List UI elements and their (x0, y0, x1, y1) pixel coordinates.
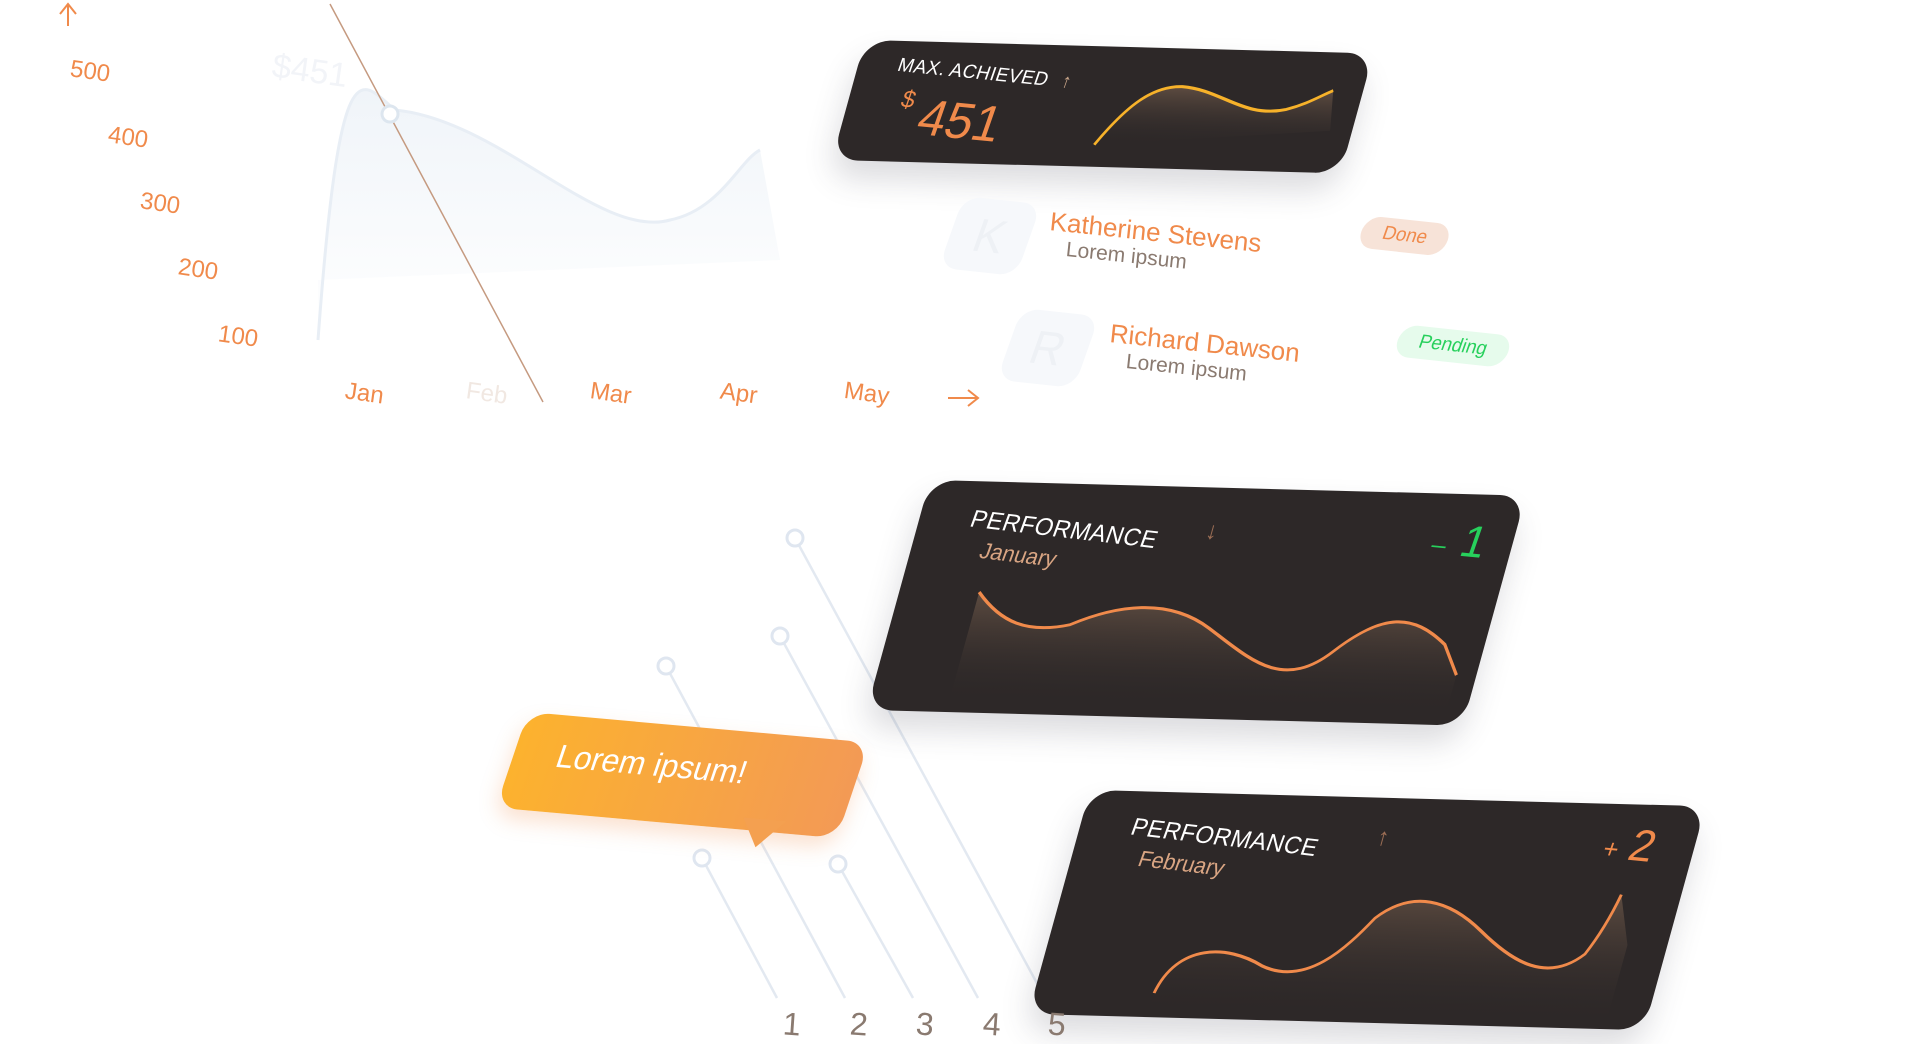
max-achieved-label: MAX. ACHIEVED (894, 54, 1052, 91)
y-tick: 200 (176, 253, 220, 286)
x-axis-arrow-icon (948, 389, 980, 407)
arrow-up-icon: ↑ (1057, 70, 1075, 93)
delta-value: 2 (1622, 820, 1663, 872)
performance-delta: – 1 (1425, 514, 1494, 569)
delta-sign: + (1598, 833, 1624, 865)
performance-card-february[interactable]: PERFORMANCE ↑ February + 2 (1028, 790, 1706, 1031)
step-number: 5 (1046, 1005, 1068, 1043)
x-tick: Jan (343, 377, 386, 410)
x-tick: Feb (464, 377, 510, 410)
callout-tail (734, 817, 787, 850)
step-dot (692, 848, 712, 868)
delta-sign: – (1427, 528, 1452, 561)
x-tick: Mar (588, 377, 634, 410)
step-dot (656, 656, 676, 676)
max-achieved-card[interactable]: MAX. ACHIEVED ↑ $ 451 (831, 40, 1374, 174)
performance-card-january[interactable]: PERFORMANCE ↓ January – 1 (866, 480, 1526, 726)
arrow-down-icon: ↓ (1202, 517, 1222, 545)
arrow-up-icon: ↑ (1373, 823, 1393, 852)
step-dot (828, 854, 848, 874)
y-axis-arrow-icon (59, 2, 77, 26)
performance-delta: + 2 (1597, 818, 1663, 873)
callout-text: Lorem ipsum! (551, 737, 753, 791)
step-number: 3 (914, 1005, 936, 1043)
performance-period: January (976, 537, 1061, 572)
y-tick: 500 (68, 55, 112, 88)
y-tick: 400 (106, 121, 150, 154)
step-lines (664, 537, 1047, 999)
step-number: 2 (848, 1005, 870, 1043)
max-achieved-value: $ 451 (887, 86, 1011, 154)
delta-value: 1 (1453, 516, 1495, 568)
step-number: 1 (781, 1005, 803, 1043)
max-value: 451 (910, 89, 1011, 153)
performance-sparkline (948, 591, 1458, 716)
max-sparkline (1093, 85, 1334, 146)
step-dot (785, 528, 805, 548)
performance-sparkline (1148, 894, 1628, 1026)
step-dot (770, 626, 790, 646)
y-tick: 300 (138, 187, 182, 220)
currency-symbol: $ (897, 85, 920, 114)
x-tick: Apr (718, 377, 760, 410)
step-number: 4 (981, 1005, 1003, 1043)
y-tick: 100 (216, 320, 260, 353)
